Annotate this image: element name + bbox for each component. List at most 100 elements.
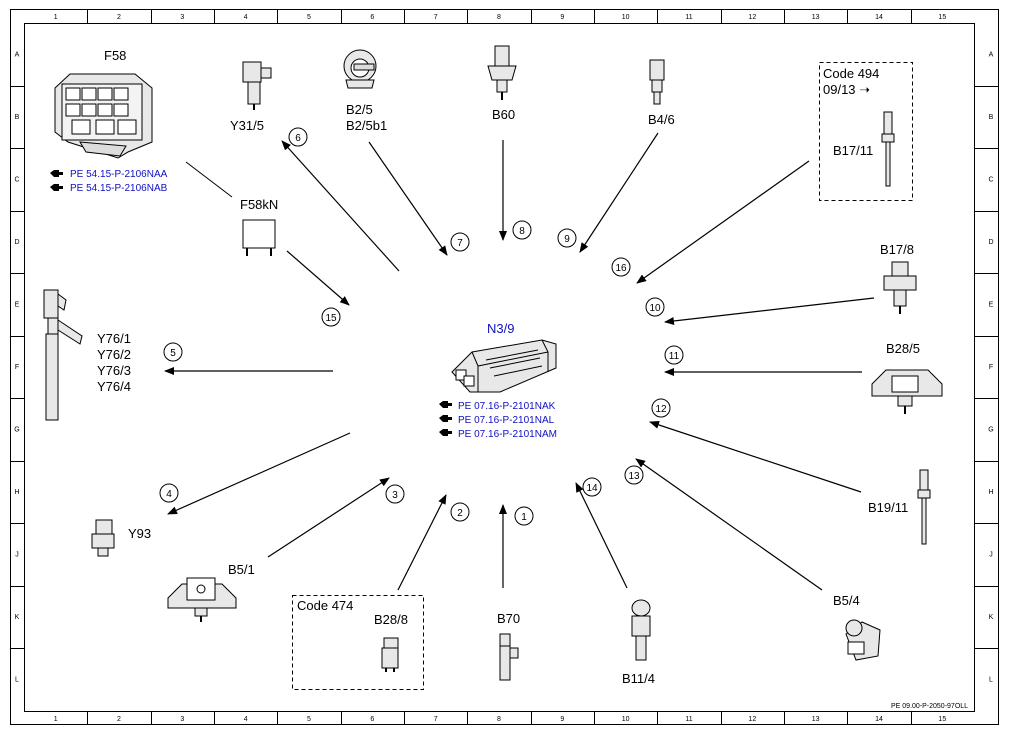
grid-col-bottom-8: 8 bbox=[497, 716, 501, 723]
sensor-b5-1 bbox=[167, 577, 237, 622]
grid-row-right-A: A bbox=[989, 51, 994, 58]
grid-col-top-12: 12 bbox=[748, 14, 756, 21]
svg-text:8: 8 bbox=[519, 226, 525, 237]
code-494-label: Code 494 bbox=[823, 66, 879, 81]
svg-text:5: 5 bbox=[170, 348, 176, 359]
code-474-label: Code 474 bbox=[297, 598, 353, 613]
arrow-4 bbox=[167, 432, 351, 515]
arrow-14 bbox=[575, 482, 628, 589]
grid-row-left-B: B bbox=[15, 114, 20, 121]
grid-row-right-E: E bbox=[989, 301, 994, 308]
grid-col-top-14: 14 bbox=[875, 14, 883, 21]
b2-5-label: B2/5 bbox=[346, 102, 373, 117]
svg-text:10: 10 bbox=[649, 303, 661, 314]
grid-row-left-K: K bbox=[15, 614, 20, 621]
sensor-b2-5 bbox=[343, 49, 377, 89]
f58-label: F58 bbox=[104, 48, 126, 63]
grid-col-bottom-6: 6 bbox=[370, 716, 374, 723]
grid-row-left-C: C bbox=[14, 176, 19, 183]
b17-8-label: B17/8 bbox=[880, 242, 914, 257]
grid-row-right-B: B bbox=[989, 114, 994, 121]
grid-col-bottom-12: 12 bbox=[748, 716, 756, 723]
grid-col-top-15: 15 bbox=[938, 14, 946, 21]
grid-col-bottom-15: 15 bbox=[938, 716, 946, 723]
arrow-label-2: 2 bbox=[450, 502, 470, 522]
grid-col-bottom-10: 10 bbox=[622, 716, 630, 723]
arrow-2 bbox=[397, 494, 447, 591]
b5-4-label: B5/4 bbox=[833, 593, 860, 608]
arrow-label-11: 11 bbox=[664, 345, 684, 365]
arrow-10 bbox=[664, 297, 875, 325]
code-474-box bbox=[292, 595, 424, 690]
arrow-label-4: 4 bbox=[159, 483, 179, 503]
grid-col-top-13: 13 bbox=[812, 14, 820, 21]
b28-5-label: B28/5 bbox=[886, 341, 920, 356]
svg-text:12: 12 bbox=[655, 404, 667, 415]
f58-refs: PE 54.15-P-2106NAA PE 54.15-P-2106NAB bbox=[50, 169, 168, 194]
grid-col-top-3: 3 bbox=[180, 14, 184, 21]
fuse-box-f58 bbox=[54, 73, 153, 159]
grid-col-top-2: 2 bbox=[117, 14, 121, 21]
arrow-label-5: 5 bbox=[163, 342, 183, 362]
grid-col-bottom-4: 4 bbox=[244, 716, 248, 723]
grid-col-bottom-2: 2 bbox=[117, 716, 121, 723]
doc-reference: PE 09.00-P-2050-97OLL bbox=[891, 703, 968, 710]
outer-frame bbox=[10, 9, 999, 725]
valve-y93 bbox=[91, 519, 115, 557]
grid-col-bottom-1: 1 bbox=[54, 716, 58, 723]
svg-text:6: 6 bbox=[295, 133, 301, 144]
arrow-7 bbox=[368, 141, 448, 256]
ecu-ref-2[interactable]: PE 07.16-P-2101NAL bbox=[458, 415, 555, 426]
inner-frame bbox=[24, 23, 975, 712]
arrow-9 bbox=[579, 132, 659, 253]
grid-row-left-J: J bbox=[15, 552, 19, 559]
grid-ruler: 1122334455667788991010111112121313141415… bbox=[10, 10, 998, 724]
b60-label: B60 bbox=[492, 107, 515, 122]
grid-row-right-D: D bbox=[988, 239, 993, 246]
ecu-refs: PE 07.16-P-2101NAK PE 07.16-P-2101NAL PE… bbox=[439, 401, 557, 440]
b5-1-label: B5/1 bbox=[228, 562, 255, 577]
arrow-16 bbox=[636, 160, 810, 284]
sensor-b17-8 bbox=[883, 261, 917, 314]
arrow-label-1: 1 bbox=[514, 506, 534, 526]
grid-col-top-10: 10 bbox=[622, 14, 630, 21]
valve-y31-5 bbox=[242, 61, 272, 110]
grid-row-left-E: E bbox=[15, 301, 20, 308]
grid-row-left-G: G bbox=[14, 427, 19, 434]
signal-arrows bbox=[164, 132, 875, 591]
grid-col-top-11: 11 bbox=[685, 14, 692, 21]
b2-5b1-label: B2/5b1 bbox=[346, 118, 387, 133]
grid-col-bottom-14: 14 bbox=[875, 716, 883, 723]
y76-2-label: Y76/2 bbox=[97, 347, 131, 362]
b11-4-label: B11/4 bbox=[622, 671, 655, 686]
svg-text:11: 11 bbox=[669, 351, 680, 362]
arrow-number-labels: 1 2 3 4 5 6 7 8 9 10 11 12 13 14 15 16 bbox=[159, 127, 684, 526]
ecu-ref-1[interactable]: PE 07.16-P-2101NAK bbox=[458, 401, 556, 412]
grid-row-right-G: G bbox=[988, 427, 993, 434]
grid-col-top-6: 6 bbox=[370, 14, 374, 21]
b17-11-label: B17/11 bbox=[833, 143, 873, 158]
sensor-b5-4 bbox=[845, 619, 881, 661]
grid-col-bottom-5: 5 bbox=[307, 716, 311, 723]
f58-ref-1[interactable]: PE 54.15-P-2106NAA bbox=[70, 169, 168, 180]
arrow-label-9: 9 bbox=[557, 228, 577, 248]
arrow-13 bbox=[635, 458, 823, 591]
ecu-ref-3[interactable]: PE 07.16-P-2101NAM bbox=[458, 429, 557, 440]
grid-row-left-F: F bbox=[15, 364, 19, 371]
sensor-b19-11 bbox=[917, 469, 931, 545]
f58-ref-2[interactable]: PE 54.15-P-2106NAB bbox=[70, 183, 168, 194]
grid-col-top-9: 9 bbox=[560, 14, 564, 21]
svg-text:16: 16 bbox=[615, 263, 627, 274]
svg-text:7: 7 bbox=[457, 238, 463, 249]
arrow-label-10: 10 bbox=[645, 297, 665, 317]
b4-6-label: B4/6 bbox=[648, 112, 675, 127]
arrow-15 bbox=[286, 250, 350, 306]
arrow-label-14: 14 bbox=[582, 477, 602, 497]
sensor-b11-4 bbox=[631, 599, 651, 661]
arrow-label-7: 7 bbox=[450, 232, 470, 252]
arrow-12 bbox=[649, 421, 862, 493]
grid-row-right-C: C bbox=[988, 176, 993, 183]
injector-y76 bbox=[43, 289, 83, 421]
arrow-6 bbox=[281, 140, 400, 272]
